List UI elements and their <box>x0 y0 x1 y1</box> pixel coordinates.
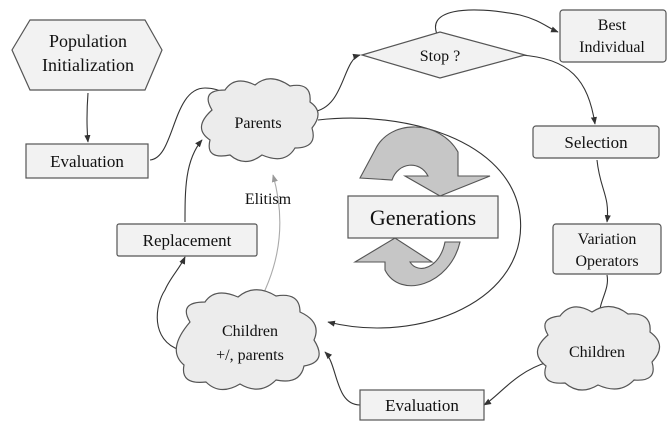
stop-node: Stop ? <box>359 31 528 79</box>
generations-label: Generations <box>370 205 476 230</box>
variation-operators-node: Variation Operators <box>552 223 662 275</box>
edge-childrenparents-to-replacement <box>156 256 186 351</box>
edge-init-to-evaluation <box>84 92 91 143</box>
generations-cycle-icon <box>353 126 491 287</box>
evaluation-top-node: Evaluation <box>25 143 149 179</box>
edge-replacement-to-parents <box>184 139 203 223</box>
parents-node: Parents <box>200 78 319 163</box>
evaluation-bottom-label: Evaluation <box>385 396 459 415</box>
edge-children-to-evaluation <box>483 361 549 406</box>
edge-stop-to-selection <box>519 54 597 125</box>
edge-evaluation-to-childrenparents <box>324 351 361 406</box>
edge-generations-loop <box>317 117 522 329</box>
replacement-node: Replacement <box>116 223 258 257</box>
selection-label: Selection <box>564 133 628 152</box>
selection-node: Selection <box>532 125 660 159</box>
edge-stop-to-best <box>434 9 559 41</box>
children-label: Children <box>569 344 625 361</box>
variation-operators-label-1: Variation <box>578 231 637 248</box>
population-init-node: Population Initialization <box>11 19 163 91</box>
children-parents-label-1: Children <box>222 323 278 340</box>
stop-label: Stop ? <box>420 48 460 65</box>
edge-selection-to-variation <box>596 159 611 223</box>
population-init-label-1: Population <box>49 31 127 51</box>
cycle-arrow-top <box>359 126 491 197</box>
best-individual-label-2: Individual <box>579 39 645 56</box>
children-parents-label-2: +/, parents <box>216 347 284 364</box>
evaluation-bottom-node: Evaluation <box>359 389 485 421</box>
cycle-arrow-bottom <box>353 237 461 287</box>
generations-node: Generations <box>347 195 499 239</box>
evaluation-top-label: Evaluation <box>50 152 124 171</box>
edge-parents-to-stop <box>311 53 361 113</box>
children-parents-node: Children +/, parents <box>175 289 320 391</box>
best-individual-label-1: Best <box>598 17 627 34</box>
variation-operators-label-2: Operators <box>575 253 638 270</box>
best-individual-node: Best Individual <box>559 9 667 63</box>
parents-label: Parents <box>234 115 281 132</box>
elitism-label: Elitism <box>245 191 292 208</box>
replacement-label: Replacement <box>143 231 232 250</box>
population-init-label-2: Initialization <box>42 55 134 75</box>
children-node: Children <box>536 305 661 391</box>
